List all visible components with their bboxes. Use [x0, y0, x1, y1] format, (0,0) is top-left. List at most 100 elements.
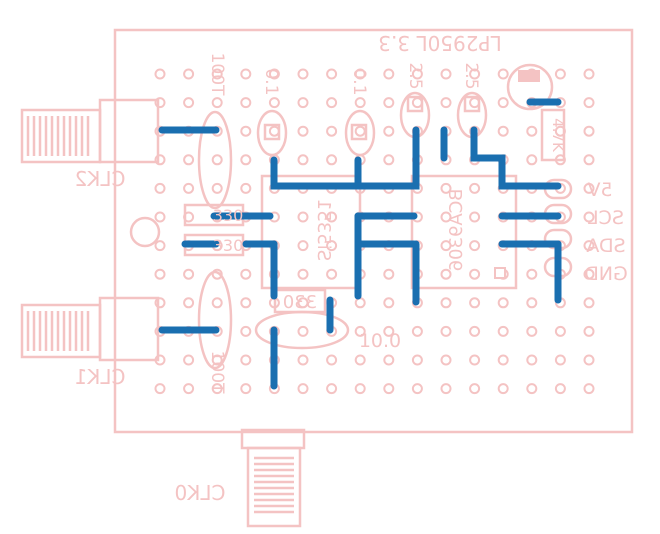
board-outline — [113, 28, 634, 434]
hole — [154, 268, 166, 280]
label-5v: 5V — [587, 179, 612, 201]
hole — [268, 68, 280, 80]
copper-traces — [158, 98, 562, 390]
hole — [240, 354, 252, 366]
hole — [411, 325, 423, 337]
sma-connector-clk0 — [240, 428, 306, 528]
hole — [526, 154, 538, 166]
hole — [469, 68, 481, 80]
hole — [583, 211, 595, 223]
label-clk2: CLK2 — [75, 167, 126, 191]
hole — [154, 297, 166, 309]
hole — [183, 182, 195, 194]
hole — [497, 68, 509, 80]
hole — [240, 97, 252, 109]
label-gnd: GND — [584, 263, 628, 285]
hole — [154, 182, 166, 194]
hole — [583, 125, 595, 137]
hole — [211, 268, 223, 280]
hole — [240, 297, 252, 309]
label-scl: SCL — [588, 207, 624, 229]
hole — [440, 325, 452, 337]
hole — [268, 125, 280, 137]
hole — [383, 325, 395, 337]
hole — [383, 154, 395, 166]
hole — [154, 68, 166, 80]
label-ldo: LP2950L 3.3 — [378, 31, 501, 55]
hole — [383, 383, 395, 395]
electrolytic-plus-mark — [518, 70, 540, 82]
sma-connector-clk2 — [20, 98, 160, 164]
hole — [469, 240, 481, 252]
electrolytic-cap — [506, 63, 554, 111]
hole — [154, 240, 166, 252]
hole — [583, 325, 595, 337]
hole — [469, 268, 481, 280]
resistor-330-bottom — [273, 288, 327, 314]
hole — [583, 383, 595, 395]
hole — [554, 68, 566, 80]
level-shifter-outline — [410, 174, 518, 290]
hole — [297, 125, 309, 137]
hole — [154, 154, 166, 166]
hole — [469, 182, 481, 194]
label-330-a: 330 — [213, 206, 244, 225]
hole — [583, 97, 595, 109]
hole — [469, 211, 481, 223]
hole — [297, 297, 309, 309]
hole — [326, 154, 338, 166]
label-0-1-a: 0.1 — [261, 68, 281, 95]
hole — [297, 97, 309, 109]
hole — [583, 68, 595, 80]
hole — [554, 325, 566, 337]
hole — [326, 240, 338, 252]
hole — [297, 354, 309, 366]
label-clk0: CLK0 — [175, 481, 226, 505]
square-pads — [263, 95, 481, 141]
hole — [240, 68, 252, 80]
hole — [526, 297, 538, 309]
hole — [183, 268, 195, 280]
hole — [326, 383, 338, 395]
hole — [211, 354, 223, 366]
hole — [154, 383, 166, 395]
hole — [554, 354, 566, 366]
capacitor-100t-top — [197, 110, 233, 210]
hole — [240, 125, 252, 137]
pin1-marker — [494, 267, 506, 279]
hole — [411, 68, 423, 80]
label-clk1: CLK1 — [75, 365, 126, 389]
hole — [297, 154, 309, 166]
hole — [469, 297, 481, 309]
label-oscillator: Si5351 — [313, 199, 334, 261]
label-4k7: 4.7K — [549, 118, 567, 153]
hole — [211, 97, 223, 109]
hole — [183, 68, 195, 80]
hole — [268, 97, 280, 109]
capacitor-100t-bottom — [197, 270, 233, 370]
hole — [469, 354, 481, 366]
label-sda: SDA — [586, 235, 625, 257]
mounting-hole — [129, 216, 161, 248]
hole — [240, 268, 252, 280]
hole — [211, 383, 223, 395]
hole — [211, 68, 223, 80]
resistor-4k7 — [540, 108, 566, 162]
hole — [326, 97, 338, 109]
label-100t-top: 100T — [207, 53, 227, 96]
hole — [354, 97, 366, 109]
hole — [583, 297, 595, 309]
label-2-5-a: 2.5 — [405, 62, 425, 89]
hole — [440, 182, 452, 194]
hole — [497, 354, 509, 366]
label-330-b: 330 — [213, 236, 244, 255]
capacitor-0-1-a — [256, 109, 288, 157]
hole — [240, 154, 252, 166]
hole — [526, 268, 538, 280]
hole — [497, 297, 509, 309]
label-330-c: 330 — [283, 292, 317, 313]
hole — [469, 383, 481, 395]
hole — [297, 383, 309, 395]
hole — [411, 383, 423, 395]
